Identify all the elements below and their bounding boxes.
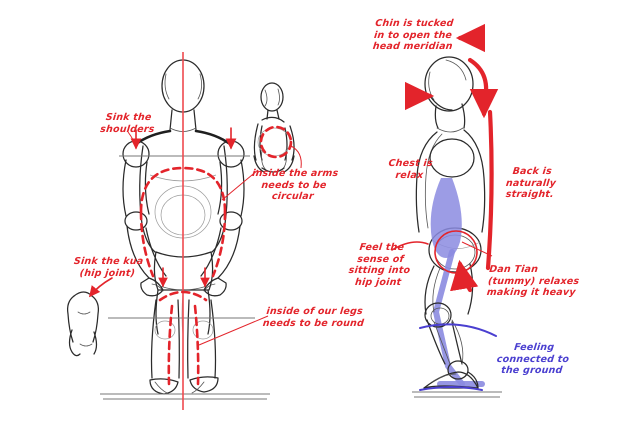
annotation-dan-tian: Dan Tian (tummy) relaxes making it heavy [486,264,580,298]
leg-energy-line [433,249,465,387]
front-view-figure [100,59,270,400]
inner-leg-dash-right [193,304,200,386]
three-quarter-torso-figure [253,82,302,173]
inner-leg-dash-left [167,304,174,386]
annotation-chin-is-tucked: Chin is tucked in to open the head merid… [372,18,455,52]
chin-arrow [455,23,486,53]
annotation-inside-of-our-legs: inside of our legs needs to be round [262,306,365,329]
back-straight-line [485,109,494,271]
annotation-chest-is-relax: Chest is relax [387,158,434,181]
ground-connection-line [419,323,497,337]
hip-arrow [89,277,113,298]
annotation-back-is-straight: Back is naturally straight. [505,166,557,200]
annotation-sink-the-kua: Sink the kua (hip joint) [73,256,144,279]
dan-tian-arrow [450,259,479,293]
side-view-figure [412,56,502,398]
energy-wedge [430,178,462,258]
torso-circle-marking [259,125,293,159]
annotation-feeling-connected: Feeling connected to the ground [496,342,570,376]
annotation-feel-the-sense: Feel the sense of sitting into hip joint [348,242,411,288]
annotation-inside-the-arms: inside the arms needs to be circular [251,168,339,202]
side-view-markings [391,23,499,391]
annotation-sink-the-shoulders: Sink the shoulders [99,112,156,135]
hip-joint-detail-figure [67,277,113,357]
front-view-red-markings [127,52,269,410]
